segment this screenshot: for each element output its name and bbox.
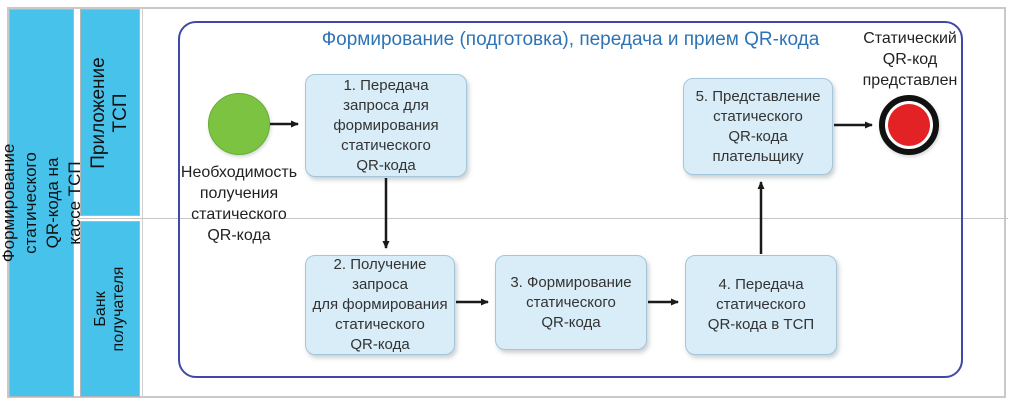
process-group-frame (178, 21, 963, 378)
lane-tsp-app-band: Приложение ТСП (80, 9, 140, 216)
pool-label-band: Формирование статического QR-кода на кас… (0, 9, 84, 397)
lane-recipient-bank-band: Банк получателя (80, 221, 140, 397)
task-2-receive-request: 2. Получение запроса для формирования ст… (305, 255, 455, 355)
process-group-title: Формирование (подготовка), передача и пр… (321, 29, 820, 50)
task-1-send-request: 1. Передача запроса для формирования ста… (305, 74, 467, 177)
lane-tsp-app-label: Приложение ТСП (88, 56, 131, 169)
start-event-label: Необходимость получения статического QR-… (180, 164, 298, 244)
task-3-form-qr: 3. Формирование статического QR-кода (495, 255, 647, 350)
task-5-present-qr: 5. Представление статического QR-кода пл… (683, 78, 833, 175)
end-event-circle (879, 95, 939, 155)
pool-label: Формирование статического QR-кода на кас… (0, 143, 84, 263)
end-event-fill (888, 104, 930, 146)
task-4-send-qr-to-tsp: 4. Передача статического QR-кода в ТСП (685, 255, 837, 355)
end-event-label: Статический QR-код представлен (862, 30, 958, 89)
lane-divider (78, 218, 1008, 219)
label-column-border (142, 9, 143, 397)
start-event-circle (208, 93, 270, 155)
lane-recipient-bank-label: Банк получателя (92, 266, 127, 352)
